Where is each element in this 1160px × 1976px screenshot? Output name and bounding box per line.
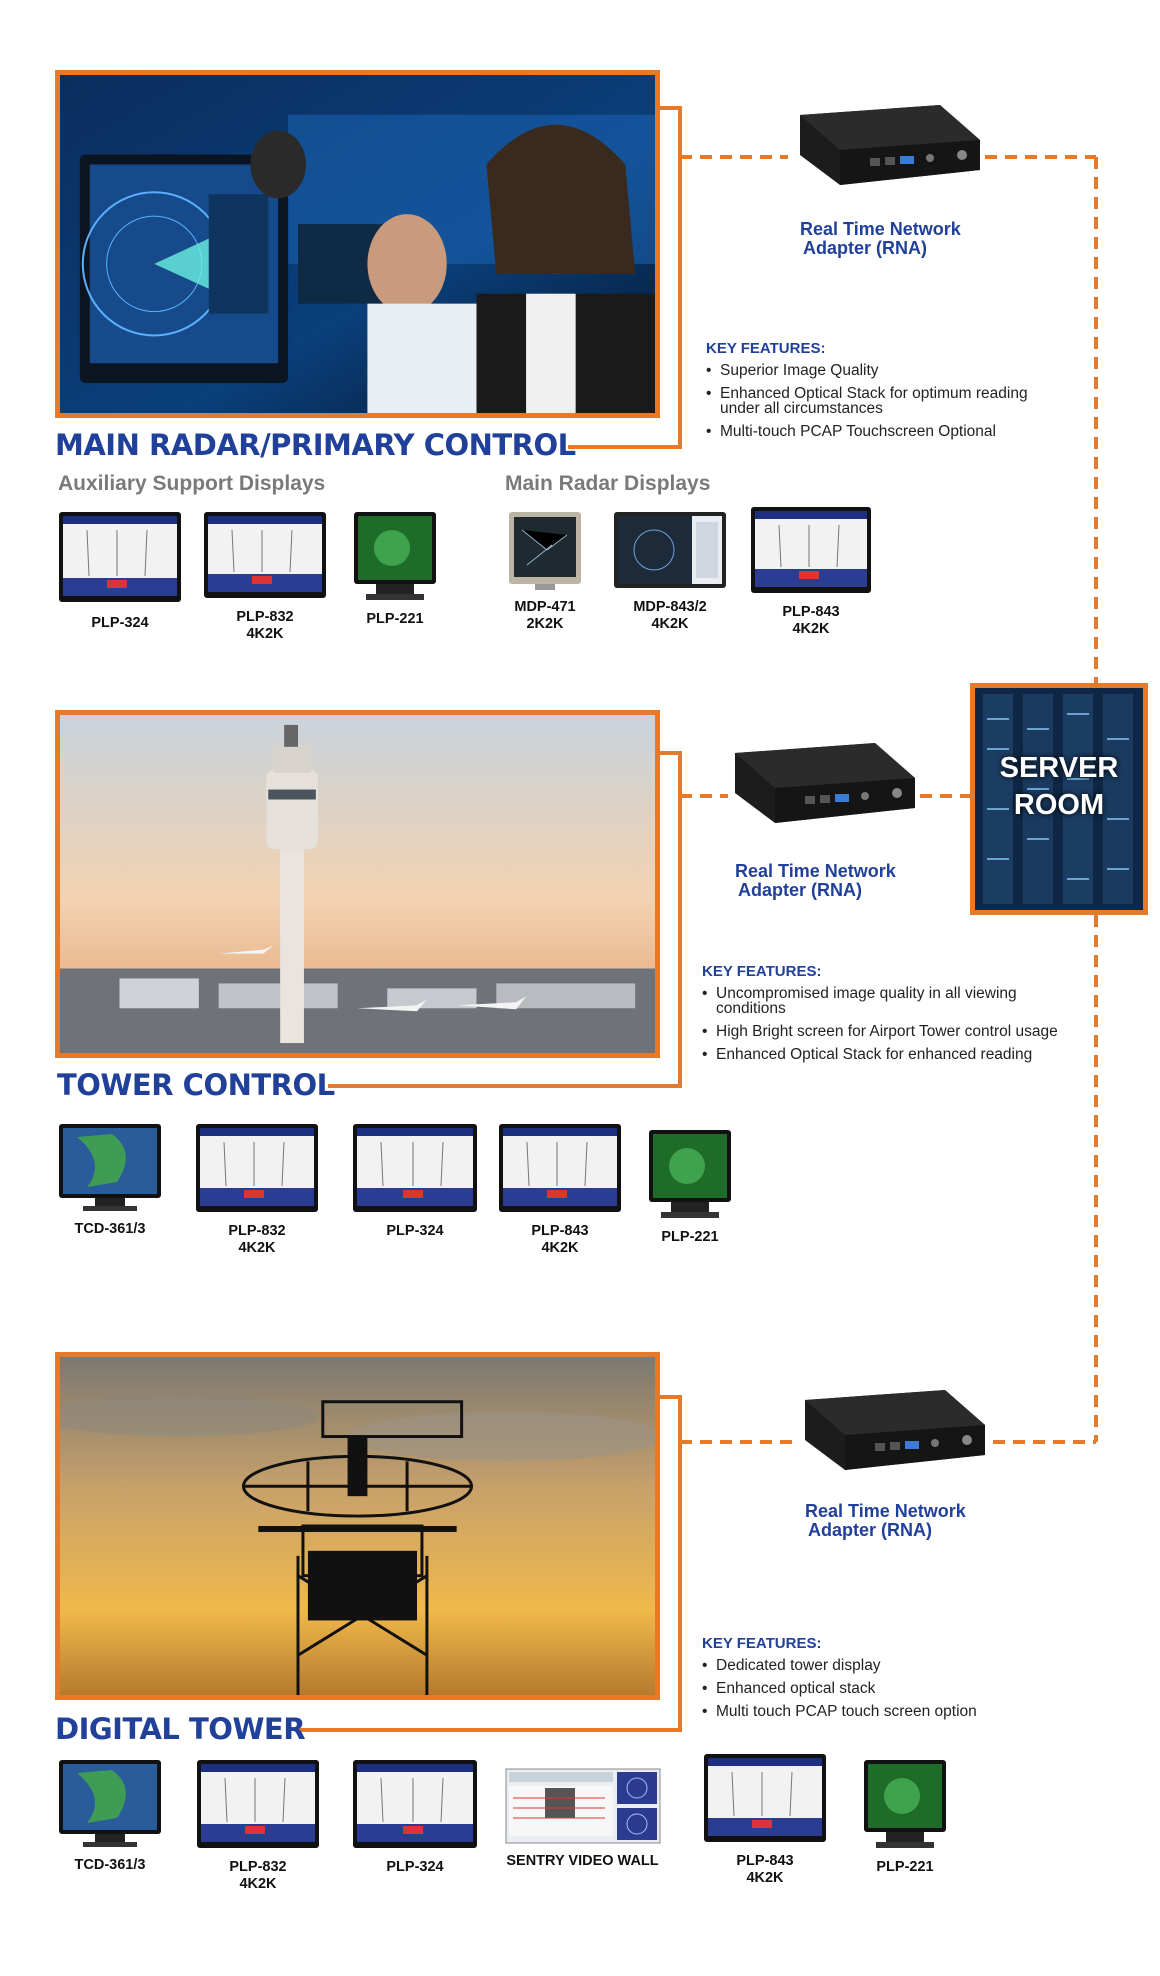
- product-tcd-361-3: TCD-361/3: [55, 1758, 165, 1874]
- product-plp-221: PLP-221: [345, 510, 445, 628]
- product-plp-843: PLP-843 4K2K: [748, 505, 874, 638]
- product-name: PLP-221: [876, 1859, 934, 1875]
- product-tcd-361-3: TCD-361/3: [55, 1122, 165, 1238]
- product-resolution: 4K2K: [238, 1240, 276, 1256]
- product-mdp-843-2: MDP-843/2 4K2K: [610, 510, 730, 633]
- monitor-icon: [499, 1124, 621, 1212]
- product-resolution: 2K2K: [526, 616, 564, 632]
- rna-label-line2: Adapter (RNA): [738, 880, 862, 900]
- rna-device-icon: [725, 738, 920, 838]
- feature-item: Uncompromised image quality in all viewi…: [702, 986, 1062, 1017]
- product-mdp-471: MDP-471 2K2K: [495, 510, 595, 633]
- product-resolution: 4K2K: [541, 1240, 579, 1256]
- product-resolution: 4K2K: [246, 626, 284, 642]
- server-room-box: SERVER ROOM: [970, 683, 1148, 915]
- feature-item: Dedicated tower display: [702, 1658, 1062, 1674]
- rna-device-icon: [790, 100, 985, 200]
- rna-label-line2: Adapter (RNA): [803, 238, 927, 258]
- digital-tower-photo: [55, 1352, 660, 1700]
- rna-label-2: Real Time Network Adapter (RNA): [735, 862, 896, 900]
- product-plp-221: PLP-221: [855, 1758, 955, 1876]
- product-name: PLP-324: [386, 1859, 444, 1875]
- product-resolution: 4K2K: [792, 621, 830, 637]
- control-room-photo: [55, 70, 660, 418]
- product-plp-832: PLP-832 4K2K: [193, 1758, 323, 1893]
- product-name: TCD-361/3: [74, 1857, 146, 1873]
- server-room-label: SERVER ROOM: [975, 750, 1143, 824]
- product-name: TCD-361/3: [74, 1221, 146, 1237]
- product-name: PLP-832: [236, 609, 294, 625]
- feature-item: Multi touch PCAP touch screen option: [702, 1704, 1062, 1720]
- product-name: PLP-843: [531, 1223, 589, 1239]
- feature-item: Enhanced optical stack: [702, 1681, 1062, 1697]
- product-plp-843: PLP-843 4K2K: [700, 1752, 830, 1887]
- product-name: PLP-324: [386, 1223, 444, 1239]
- product-resolution: 4K2K: [239, 1876, 277, 1892]
- product-plp-843: PLP-843 4K2K: [495, 1122, 625, 1257]
- feature-item: Superior Image Quality: [706, 363, 1056, 379]
- section-title-digital-tower: DIGITAL TOWER: [55, 1712, 306, 1746]
- feature-item: Multi-touch PCAP Touchscreen Optional: [706, 424, 1056, 440]
- monitor-icon: [751, 507, 871, 593]
- product-name: PLP-221: [661, 1229, 719, 1245]
- monitor-icon: [197, 1760, 319, 1848]
- product-name: SENTRY VIDEO WALL: [506, 1853, 659, 1869]
- product-resolution: 4K2K: [651, 616, 689, 632]
- monitor-icon: [59, 1760, 161, 1847]
- tower-control-photo: [55, 710, 660, 1058]
- monitor-icon: [704, 1754, 826, 1842]
- monitor-icon: [614, 512, 726, 588]
- main-radar-displays-title: Main Radar Displays: [505, 472, 711, 495]
- monitor-icon: [204, 512, 326, 598]
- key-features-heading: KEY FEATURES:: [702, 1635, 822, 1652]
- product-plp-324: PLP-324: [350, 1122, 480, 1240]
- rna-label-line1: Real Time Network: [805, 1501, 966, 1521]
- monitor-icon: [59, 1124, 161, 1211]
- monitor-icon: [196, 1124, 318, 1212]
- rna-label-3: Real Time Network Adapter (RNA): [805, 1502, 966, 1540]
- key-features-heading: KEY FEATURES:: [702, 963, 822, 980]
- rna-device-icon: [795, 1385, 990, 1485]
- monitor-icon: [509, 512, 581, 590]
- product-name: PLP-843: [782, 604, 840, 620]
- server-rack-icon: [975, 688, 1143, 910]
- monitor-icon: [353, 1124, 477, 1212]
- section-title-main-radar: MAIN RADAR/PRIMARY CONTROL: [55, 428, 576, 462]
- section-title-tower-control: TOWER CONTROL: [57, 1068, 335, 1102]
- product-plp-221: PLP-221: [640, 1128, 740, 1246]
- product-name: PLP-221: [366, 611, 424, 627]
- monitor-icon: [59, 512, 181, 602]
- product-name: PLP-832: [229, 1859, 287, 1875]
- monitor-icon: [649, 1130, 731, 1218]
- product-name: MDP-843/2: [633, 599, 707, 615]
- rna-label-line2: Adapter (RNA): [808, 1520, 932, 1540]
- product-name: PLP-843: [736, 1853, 794, 1869]
- product-name: PLP-324: [91, 615, 149, 631]
- product-plp-832: PLP-832 4K2K: [200, 510, 330, 643]
- feature-item: Enhanced Optical Stack for optimum readi…: [706, 386, 1056, 417]
- product-sentry-video-wall: SENTRY VIDEO WALL: [500, 1768, 665, 1870]
- monitor-icon: [354, 512, 436, 600]
- rna-label-line1: Real Time Network: [800, 219, 961, 239]
- monitor-icon: [505, 1768, 660, 1844]
- product-resolution: 4K2K: [746, 1870, 784, 1886]
- product-name: MDP-471: [514, 599, 576, 615]
- auxiliary-displays-title: Auxiliary Support Displays: [58, 472, 326, 495]
- feature-item: Enhanced Optical Stack for enhanced read…: [702, 1047, 1062, 1063]
- product-plp-324: PLP-324: [55, 510, 185, 632]
- feature-item: High Bright screen for Airport Tower con…: [702, 1024, 1062, 1040]
- monitor-icon: [864, 1760, 946, 1848]
- rna-label-line1: Real Time Network: [735, 861, 896, 881]
- product-plp-832: PLP-832 4K2K: [192, 1122, 322, 1257]
- rna-label-1: Real Time Network Adapter (RNA): [800, 220, 961, 258]
- key-features-2: KEY FEATURES: Uncompromised image qualit…: [702, 963, 1062, 1070]
- product-plp-324: PLP-324: [350, 1758, 480, 1876]
- server-room-line1: SERVER: [999, 752, 1119, 784]
- key-features-heading: KEY FEATURES:: [706, 340, 826, 357]
- server-room-line2: ROOM: [1013, 789, 1105, 821]
- key-features-3: KEY FEATURES: Dedicated tower display En…: [702, 1635, 1062, 1727]
- product-name: PLP-832: [228, 1223, 286, 1239]
- monitor-icon: [353, 1760, 477, 1848]
- key-features-1: KEY FEATURES: Superior Image Quality Enh…: [706, 340, 1056, 447]
